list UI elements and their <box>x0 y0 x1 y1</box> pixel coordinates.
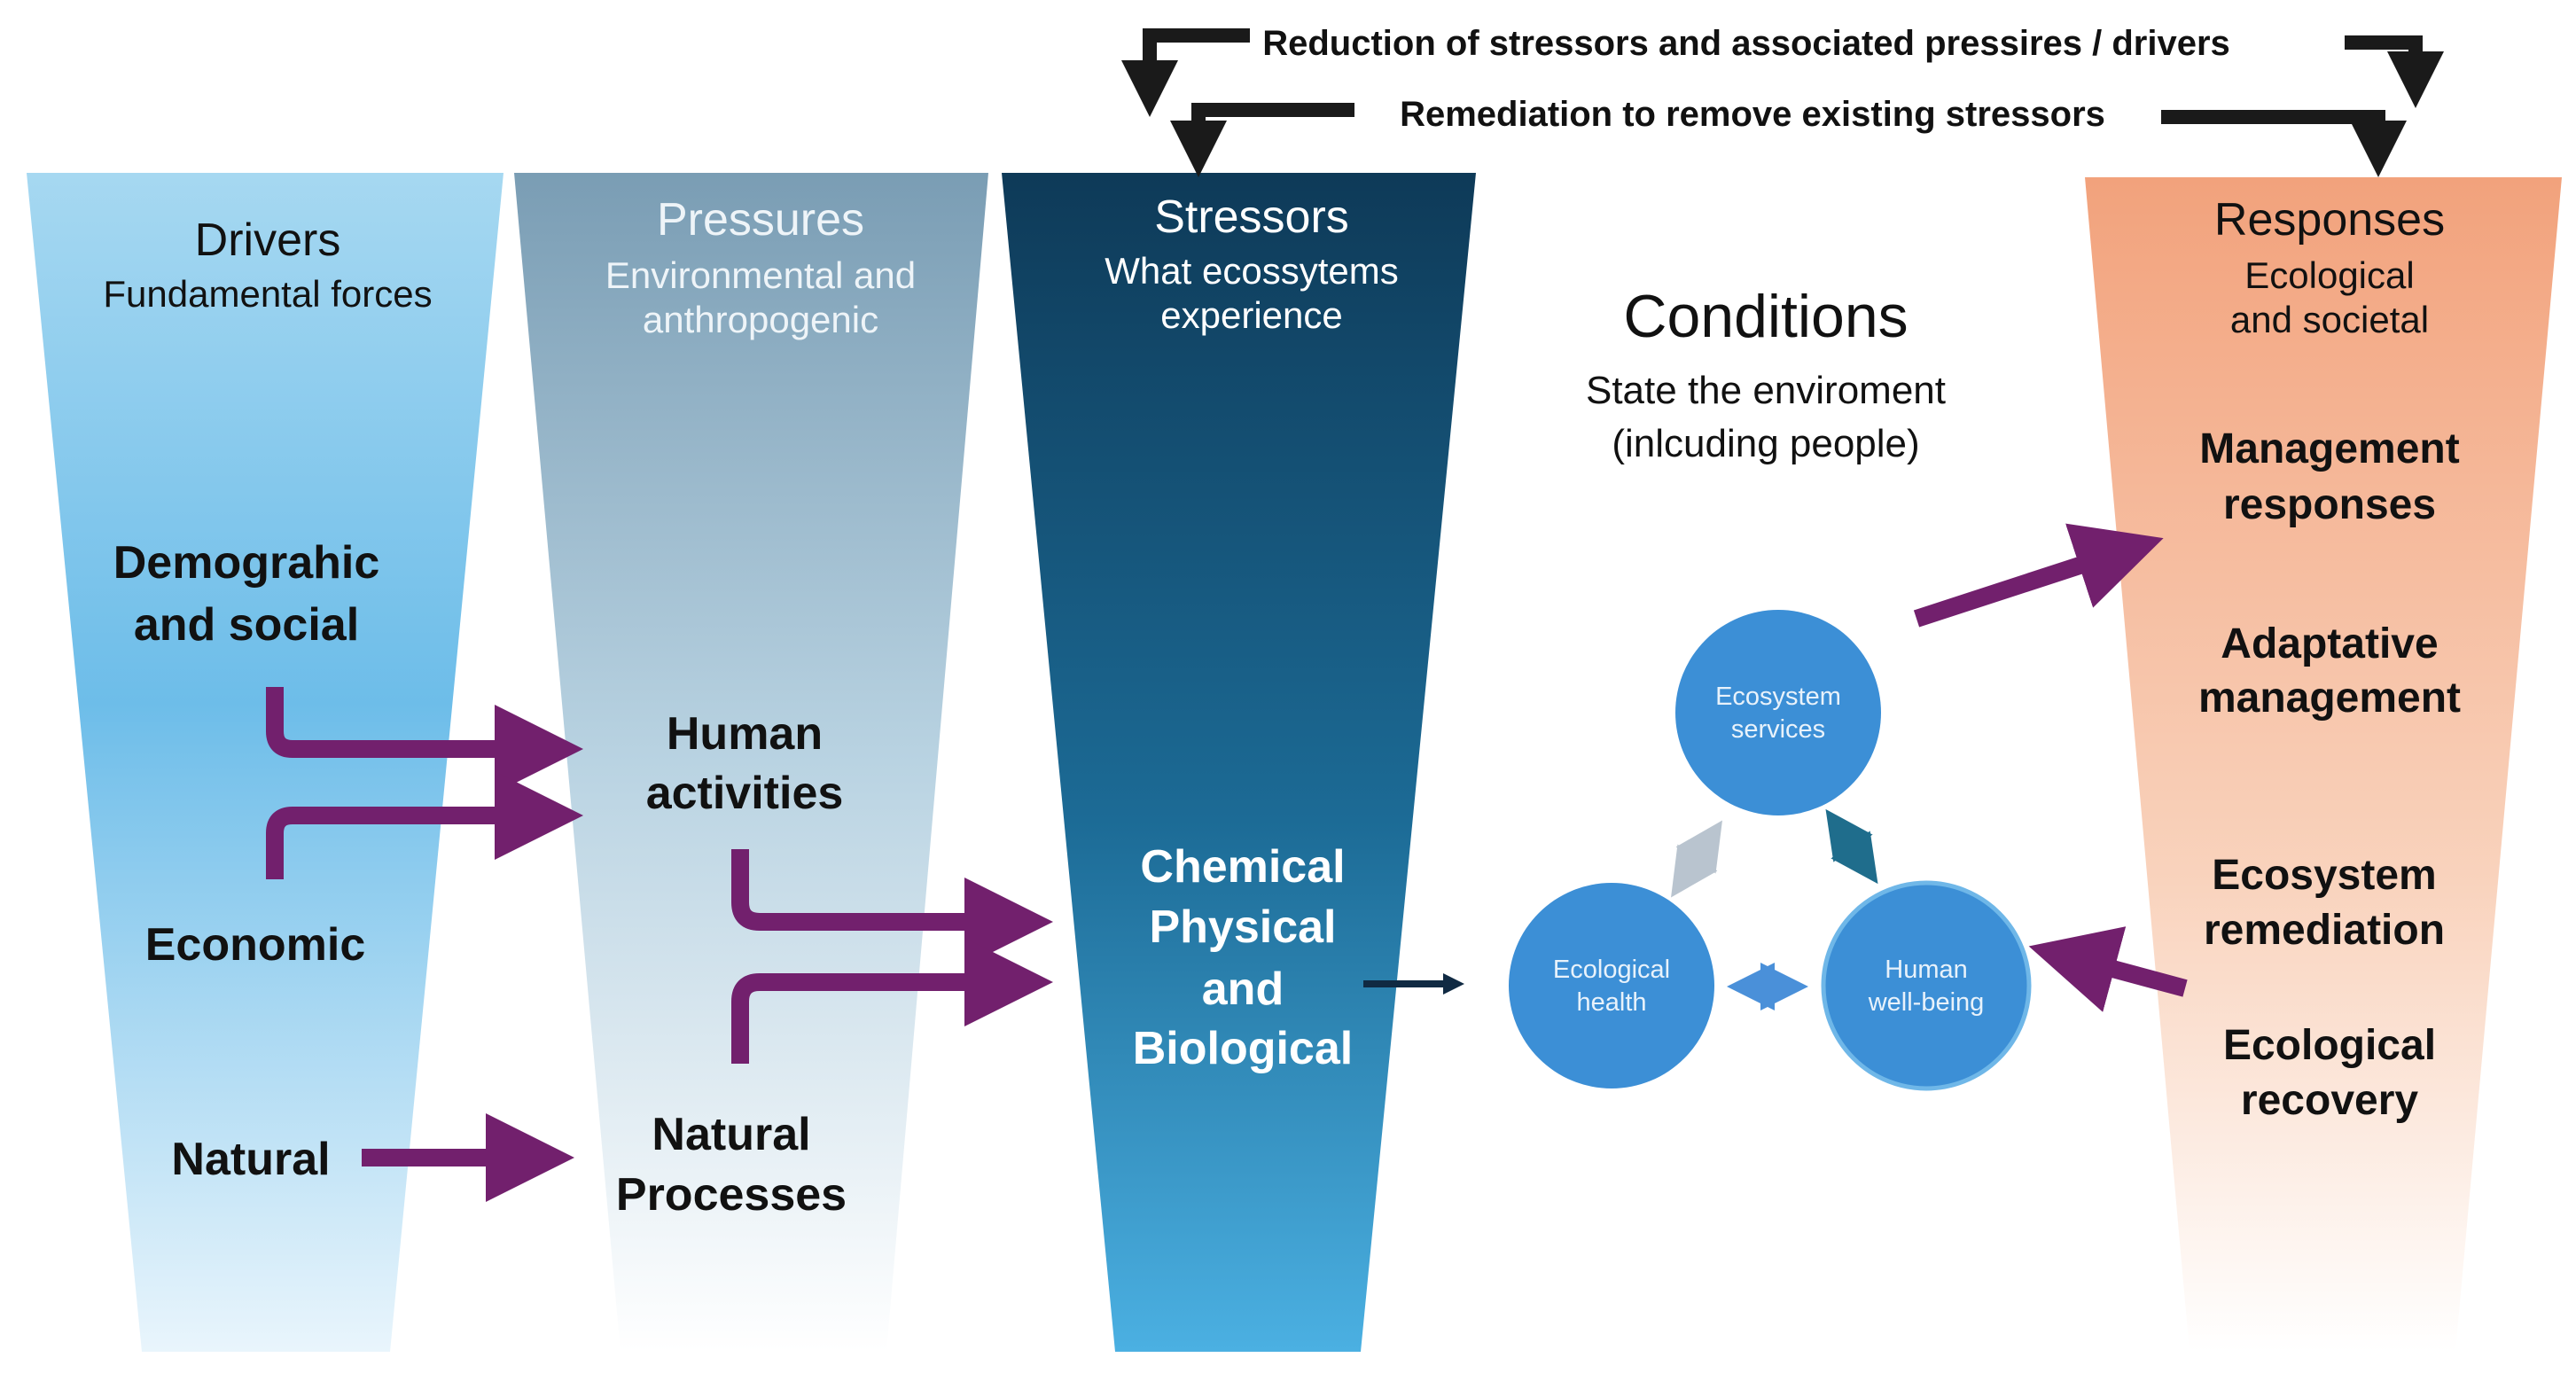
pressure-natural-line2: Processes <box>616 1169 847 1221</box>
ecosystem-services-circle <box>1675 610 1881 815</box>
responses-subtitle-line1: Ecological <box>2244 254 2414 296</box>
ecosystem-services-label-line2: services <box>1731 715 1825 744</box>
response-remediation-line2: remediation <box>2204 907 2445 954</box>
economic-to-human-arrow <box>266 771 584 879</box>
pressures-subtitle-line2: anthropogenic <box>643 299 878 340</box>
pressures-funnel <box>514 173 988 1352</box>
human-wellbeing-circle <box>1821 880 2032 1091</box>
stressor-line-chemical: Chemical <box>1140 841 1345 893</box>
drivers-funnel <box>27 173 503 1352</box>
conditions-subtitle-line1: State the enviroment <box>1586 369 1946 412</box>
processes-to-stressors-arrow <box>731 938 1054 1064</box>
conditions-to-management-arrow <box>1913 523 2164 628</box>
conditions-title: Conditions <box>1623 283 1908 350</box>
ecological-health-circle <box>1509 883 1714 1088</box>
pressures-subtitle-line1: Environmental and <box>605 254 916 296</box>
stressor-line-and: and <box>1202 964 1284 1015</box>
driver-economic: Economic <box>145 919 366 971</box>
remediation-feedback-arrow <box>1170 103 2407 177</box>
stressor-line-physical: Physical <box>1149 901 1336 953</box>
driver-natural: Natural <box>171 1134 330 1185</box>
stressors-funnel <box>1002 173 1476 1352</box>
response-adaptive-line1: Adaptative <box>2221 620 2438 667</box>
ecosystem-services-label-line1: Ecosystem <box>1715 683 1841 711</box>
demographic-to-human-arrow <box>266 687 584 793</box>
responses-title: Responses <box>2214 194 2445 246</box>
driver-demographic-line2: and social <box>134 599 359 651</box>
health-services-link-arrow <box>1671 820 1722 898</box>
drivers-subtitle: Fundamental forces <box>103 273 432 315</box>
human-to-stressors-arrow <box>731 849 1054 966</box>
remediation-label: Remediation to remove existing stressors <box>1400 95 2105 134</box>
remediation-to-wellbeing-arrow <box>2028 926 2188 1012</box>
ecological-health-label-line1: Ecological <box>1553 956 1670 984</box>
drivers-title: Drivers <box>195 215 341 266</box>
stressors-title: Stressors <box>1154 191 1349 243</box>
response-management-line1: Management <box>2199 425 2459 472</box>
stressors-subtitle-line2: experience <box>1160 294 1342 336</box>
human-wellbeing-label-line2: well-being <box>1868 988 1985 1017</box>
pressure-human-line1: Human <box>667 708 823 760</box>
response-adaptive-line2: management <box>2198 675 2461 722</box>
reduction-feedback-arrow <box>1121 28 2444 117</box>
stressors-subtitle-line1: What ecossytems <box>1105 250 1398 292</box>
responses-subtitle-line2: and societal <box>2230 299 2429 340</box>
pressure-human-line2: activities <box>646 768 844 819</box>
conditions-subtitle-line2: (inlcuding people) <box>1612 422 1919 465</box>
response-management-line2: responses <box>2223 481 2436 528</box>
response-remediation-line1: Ecosystem <box>2212 852 2436 899</box>
pressures-title: Pressures <box>657 194 864 246</box>
reduction-label: Reduction of stressors and associated pr… <box>1262 24 2230 63</box>
driver-demographic-line1: Demograhic <box>113 537 380 589</box>
services-wellbeing-link-arrow <box>1825 808 1878 885</box>
response-recovery-line2: recovery <box>2241 1077 2418 1124</box>
stressor-line-biological: Biological <box>1133 1023 1353 1074</box>
human-wellbeing-label-line1: Human <box>1885 956 1968 984</box>
responses-funnel <box>2085 177 2562 1352</box>
ecological-health-label-line2: health <box>1576 988 1646 1017</box>
pressure-natural-line1: Natural <box>652 1109 810 1160</box>
response-recovery-line1: Ecological <box>2223 1022 2436 1069</box>
